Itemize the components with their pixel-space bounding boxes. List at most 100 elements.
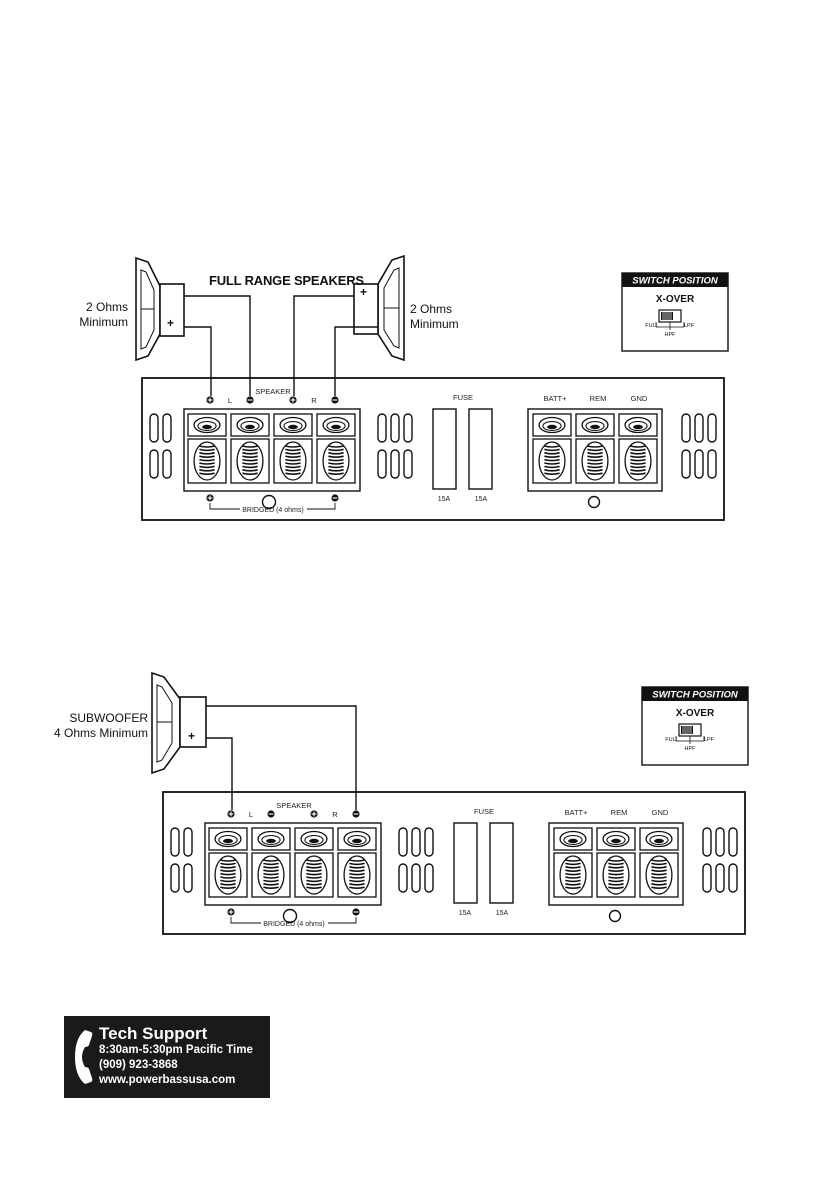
rem-terminal xyxy=(596,827,636,898)
terminal-left-positive xyxy=(187,413,227,484)
subwoofer-min-label: 4 Ohms Minimum xyxy=(53,726,148,740)
terminal-right-positive xyxy=(273,413,313,484)
vent-slots-right xyxy=(681,413,717,479)
amplifier-panel-1: L SPEAKER R BRIDGED (4 ohms) FUSE 15A 15A BATT+… xyxy=(141,377,725,521)
right-speaker-icon xyxy=(353,254,405,362)
right-speaker-plus: + xyxy=(360,285,368,299)
switch-position-title: SWITCH POSITION xyxy=(652,690,739,701)
right-plus-icon xyxy=(289,396,297,404)
rem-terminal xyxy=(575,413,615,484)
tech-support-box xyxy=(64,1016,270,1098)
subwoofer-plus: + xyxy=(188,729,196,743)
speaker-terminal-block xyxy=(183,408,361,492)
gnd-label: GND xyxy=(631,394,648,403)
xover-switch[interactable] xyxy=(658,309,682,323)
channel-l-label: L xyxy=(228,396,232,405)
subwoofer-label: SUBWOOFER xyxy=(69,711,148,725)
vent-slots-left xyxy=(170,827,193,893)
batt-label: BATT+ xyxy=(565,808,589,817)
xover-switch[interactable] xyxy=(678,723,702,737)
fuse-2 xyxy=(489,822,514,904)
bridged-label: BRIDGED (4 ohms) xyxy=(242,507,303,514)
right-plus-icon xyxy=(310,810,318,818)
left-minus-icon xyxy=(246,396,254,404)
bridged-label: BRIDGED (4 ohms) xyxy=(263,921,324,928)
switch-position-box-1: SWITCH POSITION X-OVER FULL HPF LPF xyxy=(621,272,729,352)
vent-slots-center xyxy=(377,413,413,479)
right-speaker-min: Minimum xyxy=(410,317,459,331)
subwoofer-icon xyxy=(151,671,207,775)
batt-terminal xyxy=(532,413,572,484)
vent-slots-left xyxy=(149,413,172,479)
rem-label: REM xyxy=(611,808,628,817)
fuse-1-rating: 15A xyxy=(459,910,472,917)
terminal-left-negative xyxy=(230,413,270,484)
switch-position-box-2: SWITCH POSITION X-OVER FULL HPF LPF xyxy=(641,686,749,766)
xover-label: X-OVER xyxy=(656,294,695,305)
channel-r-label: R xyxy=(311,396,317,405)
full-label: FULL xyxy=(665,737,678,743)
bridged-minus-icon xyxy=(331,494,339,502)
gnd-terminal xyxy=(618,413,658,484)
left-speaker-plus: + xyxy=(167,316,175,330)
support-hours: 8:30am-5:30pm Pacific Time xyxy=(99,1044,253,1056)
led-indicator xyxy=(282,908,298,924)
hpf-label: HPF xyxy=(685,746,697,752)
terminal-left-negative xyxy=(251,827,291,898)
full-label: FULL xyxy=(645,323,658,329)
gnd-terminal xyxy=(639,827,679,898)
bridged-minus-icon xyxy=(352,908,360,916)
fuse-2-rating: 15A xyxy=(496,910,509,917)
subwoofer-wires xyxy=(206,705,357,810)
amplifier-panel-2: L SPEAKER R BRIDGED (4 ohms) FUSE 15A 15A BATT+… xyxy=(162,791,746,935)
lpf-label: LPF xyxy=(684,323,695,329)
batt-label: BATT+ xyxy=(544,394,568,403)
phone-icon xyxy=(75,1030,93,1084)
terminal-right-negative xyxy=(337,827,377,898)
speaker-wires-1 xyxy=(184,295,378,396)
rem-label: REM xyxy=(590,394,607,403)
left-plus-icon xyxy=(206,396,214,404)
bridged-plus-icon xyxy=(206,494,214,502)
speaker-label: SPEAKER xyxy=(276,801,312,810)
right-minus-icon xyxy=(352,810,360,818)
support-title: Tech Support xyxy=(99,1024,208,1043)
fuse-1 xyxy=(432,408,457,490)
terminal-right-negative xyxy=(316,413,356,484)
right-speaker-ohms: 2 Ohms xyxy=(410,302,453,316)
left-speaker-icon xyxy=(135,256,185,362)
hpf-label: HPF xyxy=(665,332,677,338)
power-led-indicator xyxy=(587,495,601,509)
power-led-indicator xyxy=(608,909,622,923)
fuse-1 xyxy=(453,822,478,904)
left-speaker-ohms: 2 Ohms xyxy=(85,300,128,314)
fuse-label: FUSE xyxy=(474,807,494,816)
left-plus-icon xyxy=(227,810,235,818)
lpf-label: LPF xyxy=(704,737,715,743)
power-terminal-block xyxy=(527,408,663,492)
right-minus-icon xyxy=(331,396,339,404)
vent-slots-center xyxy=(398,827,434,893)
terminal-right-positive xyxy=(294,827,334,898)
speaker-terminal-block xyxy=(204,822,382,906)
xover-label: X-OVER xyxy=(676,708,715,719)
vent-slots-right xyxy=(702,827,738,893)
switch-position-title: SWITCH POSITION xyxy=(632,276,719,287)
power-terminal-block xyxy=(548,822,684,906)
left-speaker-min: Minimum xyxy=(79,315,128,329)
speaker-label: SPEAKER xyxy=(255,387,291,396)
fuse-2-rating: 15A xyxy=(475,496,488,503)
fuse-1-rating: 15A xyxy=(438,496,451,503)
left-minus-icon xyxy=(267,810,275,818)
fuse-2 xyxy=(468,408,493,490)
led-indicator xyxy=(261,494,277,510)
terminal-left-positive xyxy=(208,827,248,898)
channel-l-label: L xyxy=(249,810,253,819)
support-phone: (909) 923-3868 xyxy=(99,1059,178,1071)
gnd-label: GND xyxy=(652,808,669,817)
batt-terminal xyxy=(553,827,593,898)
speakers-title: FULL RANGE SPEAKERS xyxy=(209,273,364,288)
fuse-label: FUSE xyxy=(453,393,473,402)
channel-r-label: R xyxy=(332,810,338,819)
